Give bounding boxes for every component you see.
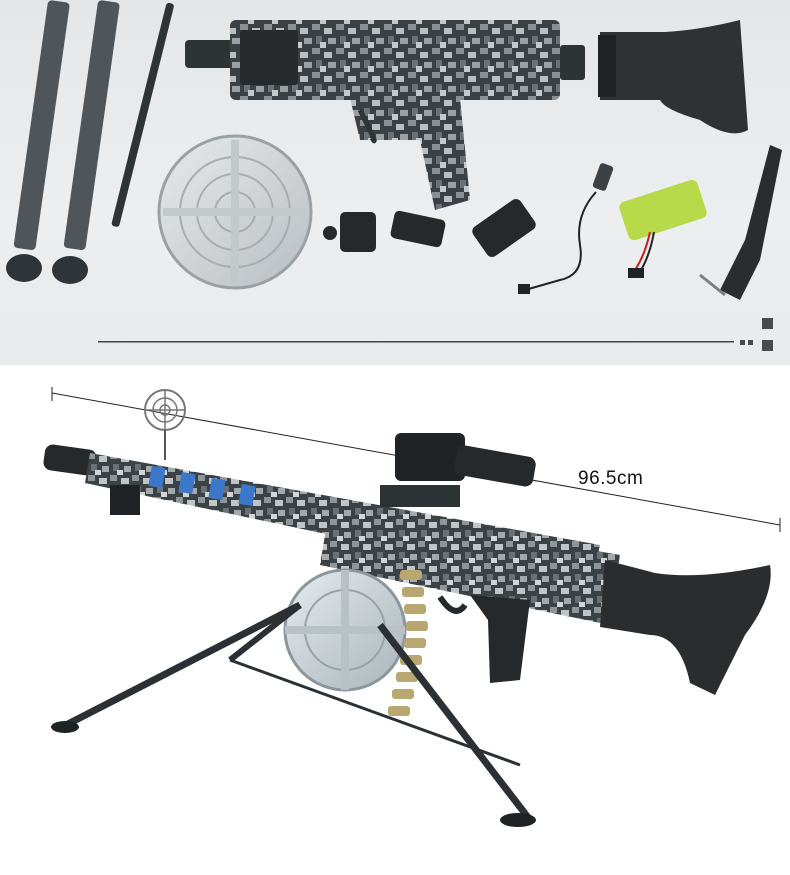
rear-sight-block — [323, 212, 376, 252]
tripod — [51, 601, 536, 827]
buttstock-assembled — [600, 560, 771, 695]
flash-hider — [472, 198, 536, 258]
assembled-photo-panel: 96.5cm — [0, 365, 790, 875]
receiver-assembly — [320, 505, 620, 683]
drum-magazine-attached — [283, 568, 407, 692]
bipod-legs — [6, 0, 174, 284]
front-sight-block — [390, 210, 446, 248]
parts-illustration — [6, 0, 782, 351]
ring-sight — [144, 389, 186, 460]
assembled-gun-illustration — [43, 387, 781, 827]
ammo-belt — [388, 570, 428, 716]
battery-pack — [619, 179, 707, 278]
red-dot-scope — [380, 433, 536, 507]
sling-strap — [699, 145, 782, 300]
length-dimension-label: 96.5cm — [578, 468, 644, 489]
divider-ornament — [98, 318, 773, 351]
usb-charger-cable — [518, 163, 614, 294]
parts-photo-panel — [0, 0, 790, 365]
drum-magazine — [157, 134, 313, 290]
buttstock — [598, 20, 748, 134]
receiver-body — [185, 20, 585, 210]
